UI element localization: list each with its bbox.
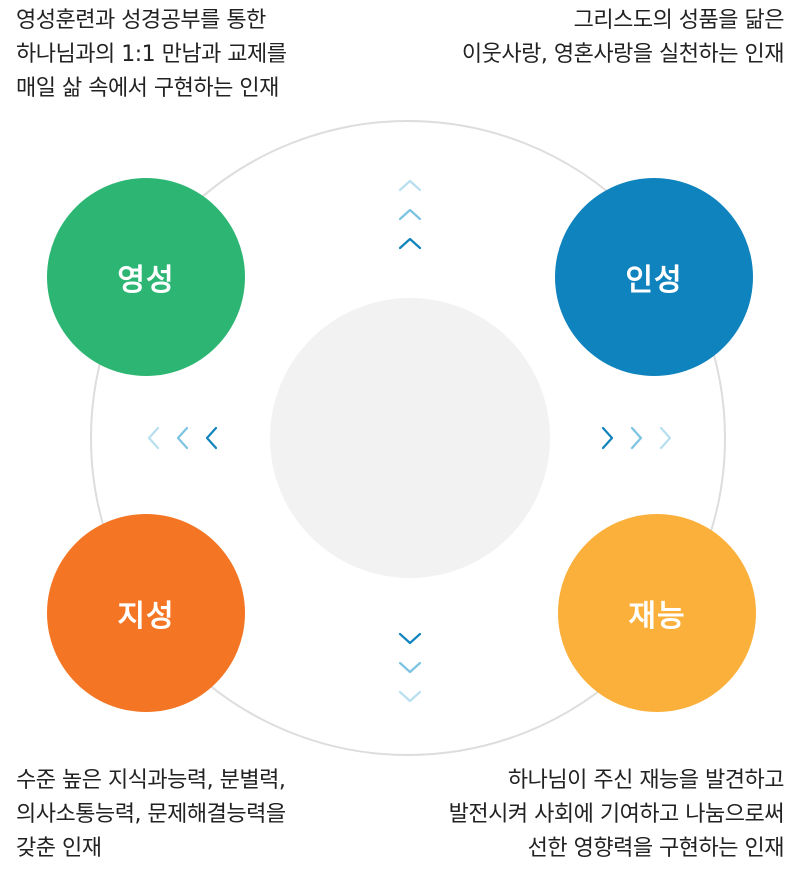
chevron-down-icon [398,661,422,674]
chevron-down-icon [398,632,422,645]
description-line: 수준 높은 지식과능력, 분별력, [16,768,286,793]
description-line: 하나님과의 1:1 만남과 교제를 [16,42,287,67]
node-label: 인성 [625,263,683,298]
talent-description: 하나님이 주신 재능을 발견하고 발전시켜 사회에 기여하고 나눔으로써 선한 … [448,764,785,866]
description-line: 영성훈련과 성경공부를 통한 [16,8,266,33]
node-label: 영성 [117,263,175,298]
talent-circle: 재능 [558,514,756,712]
chevron-right-icon [659,426,672,450]
chevron-up-icon [398,179,422,192]
character-circle: 인성 [555,178,753,376]
intellect-circle: 지성 [47,514,245,712]
chevron-right-icon [630,426,643,450]
chevron-down-icon [398,690,422,703]
node-label: 지성 [117,599,175,634]
description-line: 하나님이 주신 재능을 발견하고 [507,768,785,793]
description-line: 이웃사랑, 영혼사랑을 실천하는 인재 [461,42,785,67]
center-circle [270,298,550,578]
description-line: 매일 삶 속에서 구현하는 인재 [16,76,279,101]
chevron-right-icon [601,426,614,450]
chevron-left-icon [147,426,160,450]
description-line: 의사소통능력, 문제해결능력을 [16,802,286,827]
description-line: 발전시켜 사회에 기여하고 나눔으로써 [448,802,785,827]
description-line: 선한 영향력을 구현하는 인재 [527,836,785,861]
spirituality-circle: 영성 [47,178,245,376]
outer-ring [90,120,726,756]
intellect-description: 수준 높은 지식과능력, 분별력, 의사소통능력, 문제해결능력을 갖춘 인재 [16,764,286,866]
chevron-up-icon [398,237,422,250]
spirituality-description: 영성훈련과 성경공부를 통한 하나님과의 1:1 만남과 교제를 매일 삶 속에… [16,4,287,106]
node-label: 재능 [628,599,686,634]
chevron-up-icon [398,208,422,221]
chevron-left-icon [205,426,218,450]
description-line: 갖춘 인재 [16,836,102,861]
description-line: 그리스도의 성품을 닮은 [573,8,785,33]
chevron-left-icon [176,426,189,450]
character-description: 그리스도의 성품을 닮은 이웃사랑, 영혼사랑을 실천하는 인재 [461,4,785,72]
